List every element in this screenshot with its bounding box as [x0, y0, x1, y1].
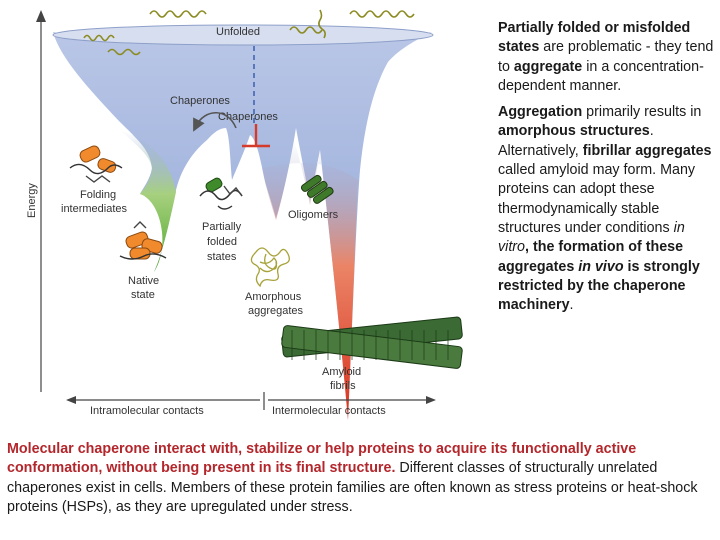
funnel-surface [53, 32, 432, 420]
label-amyloid-2: fibrils [330, 380, 356, 392]
label-amorphous-1: Amorphous [245, 291, 302, 303]
energy-axis-label: Energy [26, 183, 38, 218]
side-p2-bold-3: fibrillar aggregates [583, 143, 712, 159]
intermolecular-axis [268, 396, 436, 404]
amorphous-aggregate-icon [251, 248, 289, 286]
label-folding-intermediates-1: Folding [80, 189, 116, 201]
amyloid-fibrils-icon [281, 317, 462, 369]
label-folding-intermediates-2: intermediates [61, 203, 128, 215]
label-oligomers: Oligomers [288, 209, 339, 221]
label-partially-folded-3: states [207, 251, 237, 263]
partially-folded-icon [200, 177, 242, 209]
label-unfolded: Unfolded [216, 26, 260, 38]
label-chaperones-1: Chaperones [170, 95, 230, 107]
side-p2-bold-2: amorphous structures [498, 123, 650, 139]
label-amorphous-2: aggregates [248, 305, 304, 317]
x-axis-label-intermolecular: Intermolecular contacts [272, 405, 386, 417]
side-paragraph-1: Partially folded or misfolded states are… [498, 19, 714, 96]
label-native-state-2: state [131, 289, 155, 301]
folding-intermediate-icon [70, 144, 122, 182]
label-chaperones-2: Chaperones [218, 111, 278, 123]
side-p2-bold-italic-1: in vivo [578, 259, 623, 275]
label-partially-folded-1: Partially [202, 221, 242, 233]
label-partially-folded-2: folded [207, 236, 237, 248]
label-amyloid-1: Amyloid [322, 366, 361, 378]
side-p2-text-3: called amyloid may form. Many proteins c… [498, 162, 695, 236]
side-p1-bold-2: aggregate [514, 59, 582, 75]
intramolecular-axis [66, 396, 260, 404]
side-p2-text-1: primarily results in [582, 104, 701, 120]
x-axis-label-intramolecular: Intramolecular contacts [90, 405, 204, 417]
energy-landscape-diagram: Energy Unfolded Chaperones Chaperones Fo… [0, 0, 490, 430]
side-p2-bold-1: Aggregation [498, 104, 582, 120]
side-description: Partially folded or misfolded states are… [498, 19, 714, 322]
side-paragraph-2: Aggregation primarily results in amorpho… [498, 103, 714, 315]
native-state-icon [120, 222, 166, 259]
side-p2-text-4: . [570, 297, 574, 313]
bottom-description: Molecular chaperone interact with, stabi… [7, 440, 715, 518]
label-native-state-1: Native [128, 275, 159, 287]
